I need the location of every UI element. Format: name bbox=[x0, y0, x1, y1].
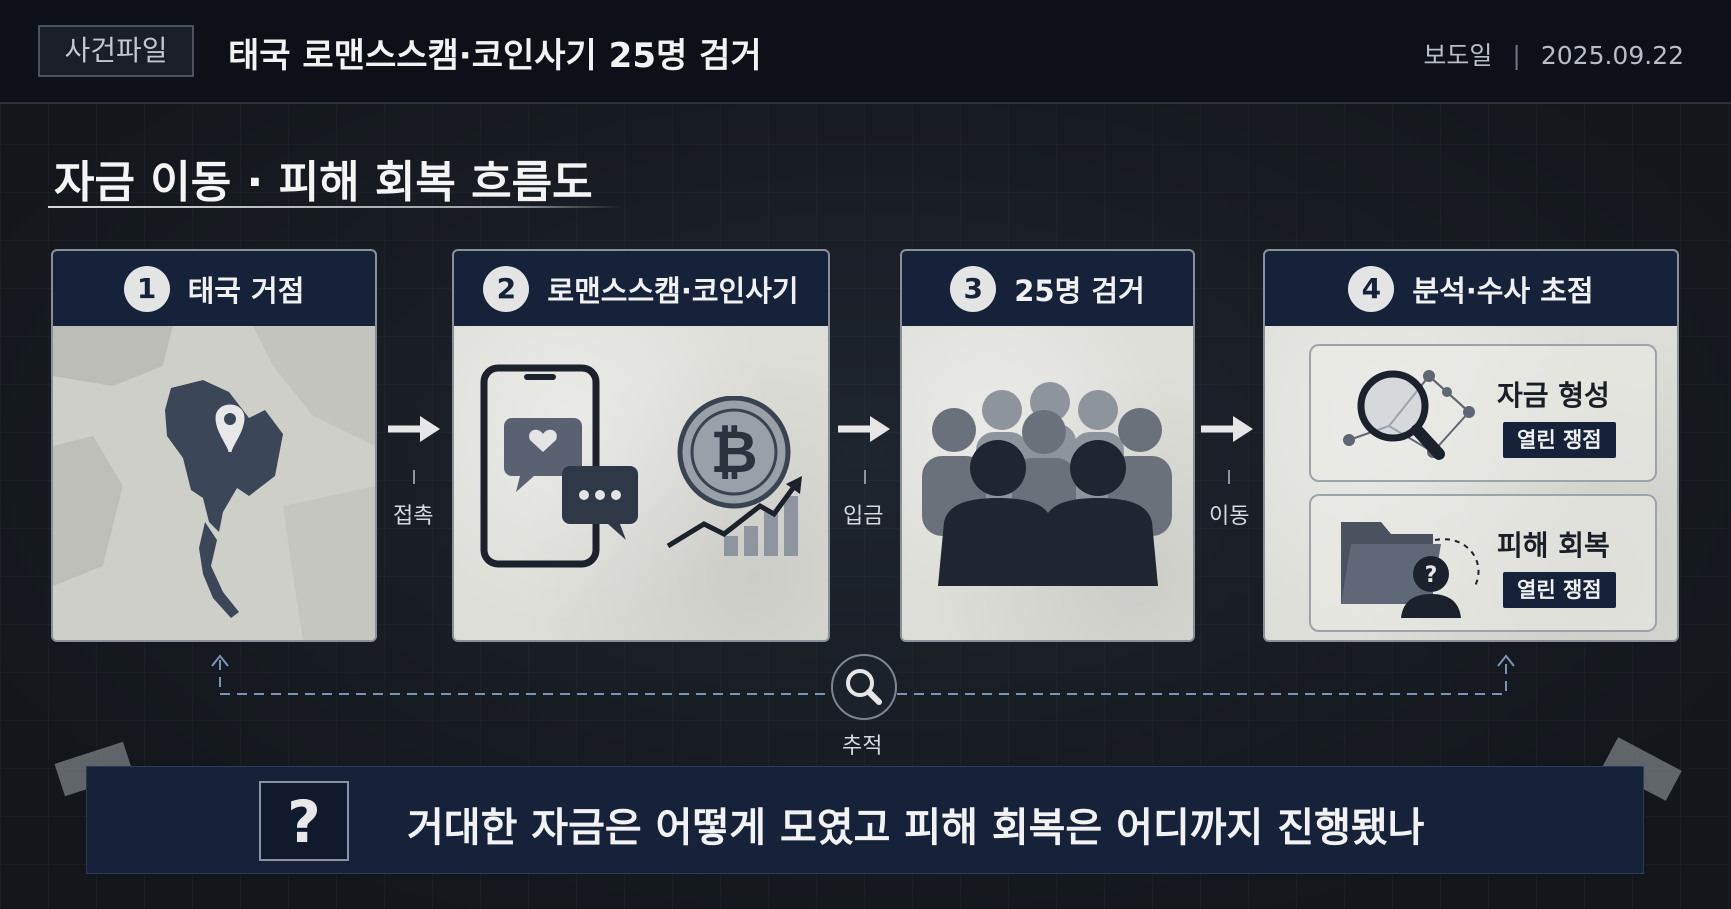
step-panel-thailand-base: 1 태국 거점 bbox=[51, 249, 377, 642]
thailand-map-icon bbox=[53, 326, 375, 640]
trace-node bbox=[831, 654, 897, 720]
focus-title: 자금 형성 bbox=[1497, 379, 1610, 412]
flow-tick bbox=[413, 470, 415, 484]
search-icon bbox=[846, 669, 882, 705]
panel-body: 자금 형성 열린 쟁점 ? 피해 회복 열린 쟁점 bbox=[1265, 326, 1677, 640]
panel-header: 2 로맨스스캠·코인사기 bbox=[454, 251, 828, 328]
focus-title: 피해 회복 bbox=[1497, 529, 1610, 562]
date-value: 2025.09.22 bbox=[1540, 41, 1684, 70]
panel-header: 3 25명 검거 bbox=[902, 251, 1193, 328]
panel-body: ₿ bbox=[454, 326, 828, 640]
date-separator: | bbox=[1512, 41, 1521, 70]
flow-label-transfer: 이동 bbox=[1209, 504, 1250, 529]
suspects-group-icon bbox=[922, 382, 1172, 586]
svg-text:?: ? bbox=[1425, 563, 1438, 588]
trace-label: 추적 bbox=[842, 734, 883, 759]
date-label: 보도일 bbox=[1423, 41, 1493, 70]
question-banner: ? 거대한 자금은 어떻게 모였고 피해 회복은 어디까지 진행됐나 bbox=[86, 766, 1644, 874]
report-date: 보도일 | 2025.09.22 bbox=[1423, 36, 1684, 72]
case-file-tag: 사건파일 bbox=[38, 25, 194, 77]
step-number: 1 bbox=[123, 265, 170, 312]
step-label: 태국 거점 bbox=[187, 273, 305, 308]
open-issue-badge: 열린 쟁점 bbox=[1503, 422, 1616, 458]
arrow-right-icon bbox=[388, 416, 440, 442]
question-mark-icon: ? bbox=[259, 781, 349, 861]
flow-label-contact: 접촉 bbox=[393, 504, 434, 529]
step-label: 로맨스스캠·코인사기 bbox=[547, 273, 799, 308]
step-label: 25명 검거 bbox=[1014, 273, 1145, 308]
step-panel-scam: 2 로맨스스캠·코인사기 ₿ bbox=[452, 249, 830, 642]
step-number: 3 bbox=[950, 265, 997, 312]
open-issue-badge: 열린 쟁점 bbox=[1503, 572, 1616, 608]
folder-unknown-person-icon: ? bbox=[1341, 522, 1480, 618]
step-panel-investigation: 4 분석·수사 초점 자금 형성 열린 쟁점 bbox=[1263, 249, 1679, 642]
title-underline bbox=[48, 206, 622, 208]
flow-tick bbox=[1228, 470, 1230, 484]
step-panel-arrest: 3 25명 검거 bbox=[900, 249, 1195, 642]
header-bar: 사건파일 태국 로맨스스캠·코인사기 25명 검거 보도일 | 2025.09.22 bbox=[0, 0, 1731, 104]
panel-header: 4 분석·수사 초점 bbox=[1265, 251, 1677, 328]
panel-body bbox=[53, 326, 375, 640]
panel-header: 1 태국 거점 bbox=[53, 251, 375, 328]
flow-label-deposit: 입금 bbox=[843, 504, 884, 529]
focus-card-recovery: ? 피해 회복 열린 쟁점 bbox=[1309, 494, 1657, 632]
step-number: 4 bbox=[1348, 265, 1395, 312]
page-title: 태국 로맨스스캠·코인사기 25명 검거 bbox=[228, 36, 762, 76]
bitcoin-rising-icon: ₿ bbox=[666, 396, 802, 556]
step-number: 2 bbox=[483, 265, 530, 312]
arrow-right-icon bbox=[1201, 416, 1253, 442]
arrow-right-icon bbox=[838, 416, 890, 442]
network-magnifier-icon bbox=[1343, 370, 1475, 460]
panel-body bbox=[902, 326, 1193, 640]
section-title: 자금 이동 · 피해 회복 흐름도 bbox=[54, 157, 593, 208]
svg-text:₿: ₿ bbox=[710, 418, 757, 486]
flow-tick bbox=[864, 470, 866, 484]
banner-question: 거대한 자금은 어떻게 모였고 피해 회복은 어디까지 진행됐나 bbox=[407, 805, 1425, 851]
focus-card-funds: 자금 형성 열린 쟁점 bbox=[1309, 344, 1657, 482]
phone-chat-icon bbox=[480, 364, 638, 568]
step-label: 분석·수사 초점 bbox=[1412, 273, 1594, 308]
